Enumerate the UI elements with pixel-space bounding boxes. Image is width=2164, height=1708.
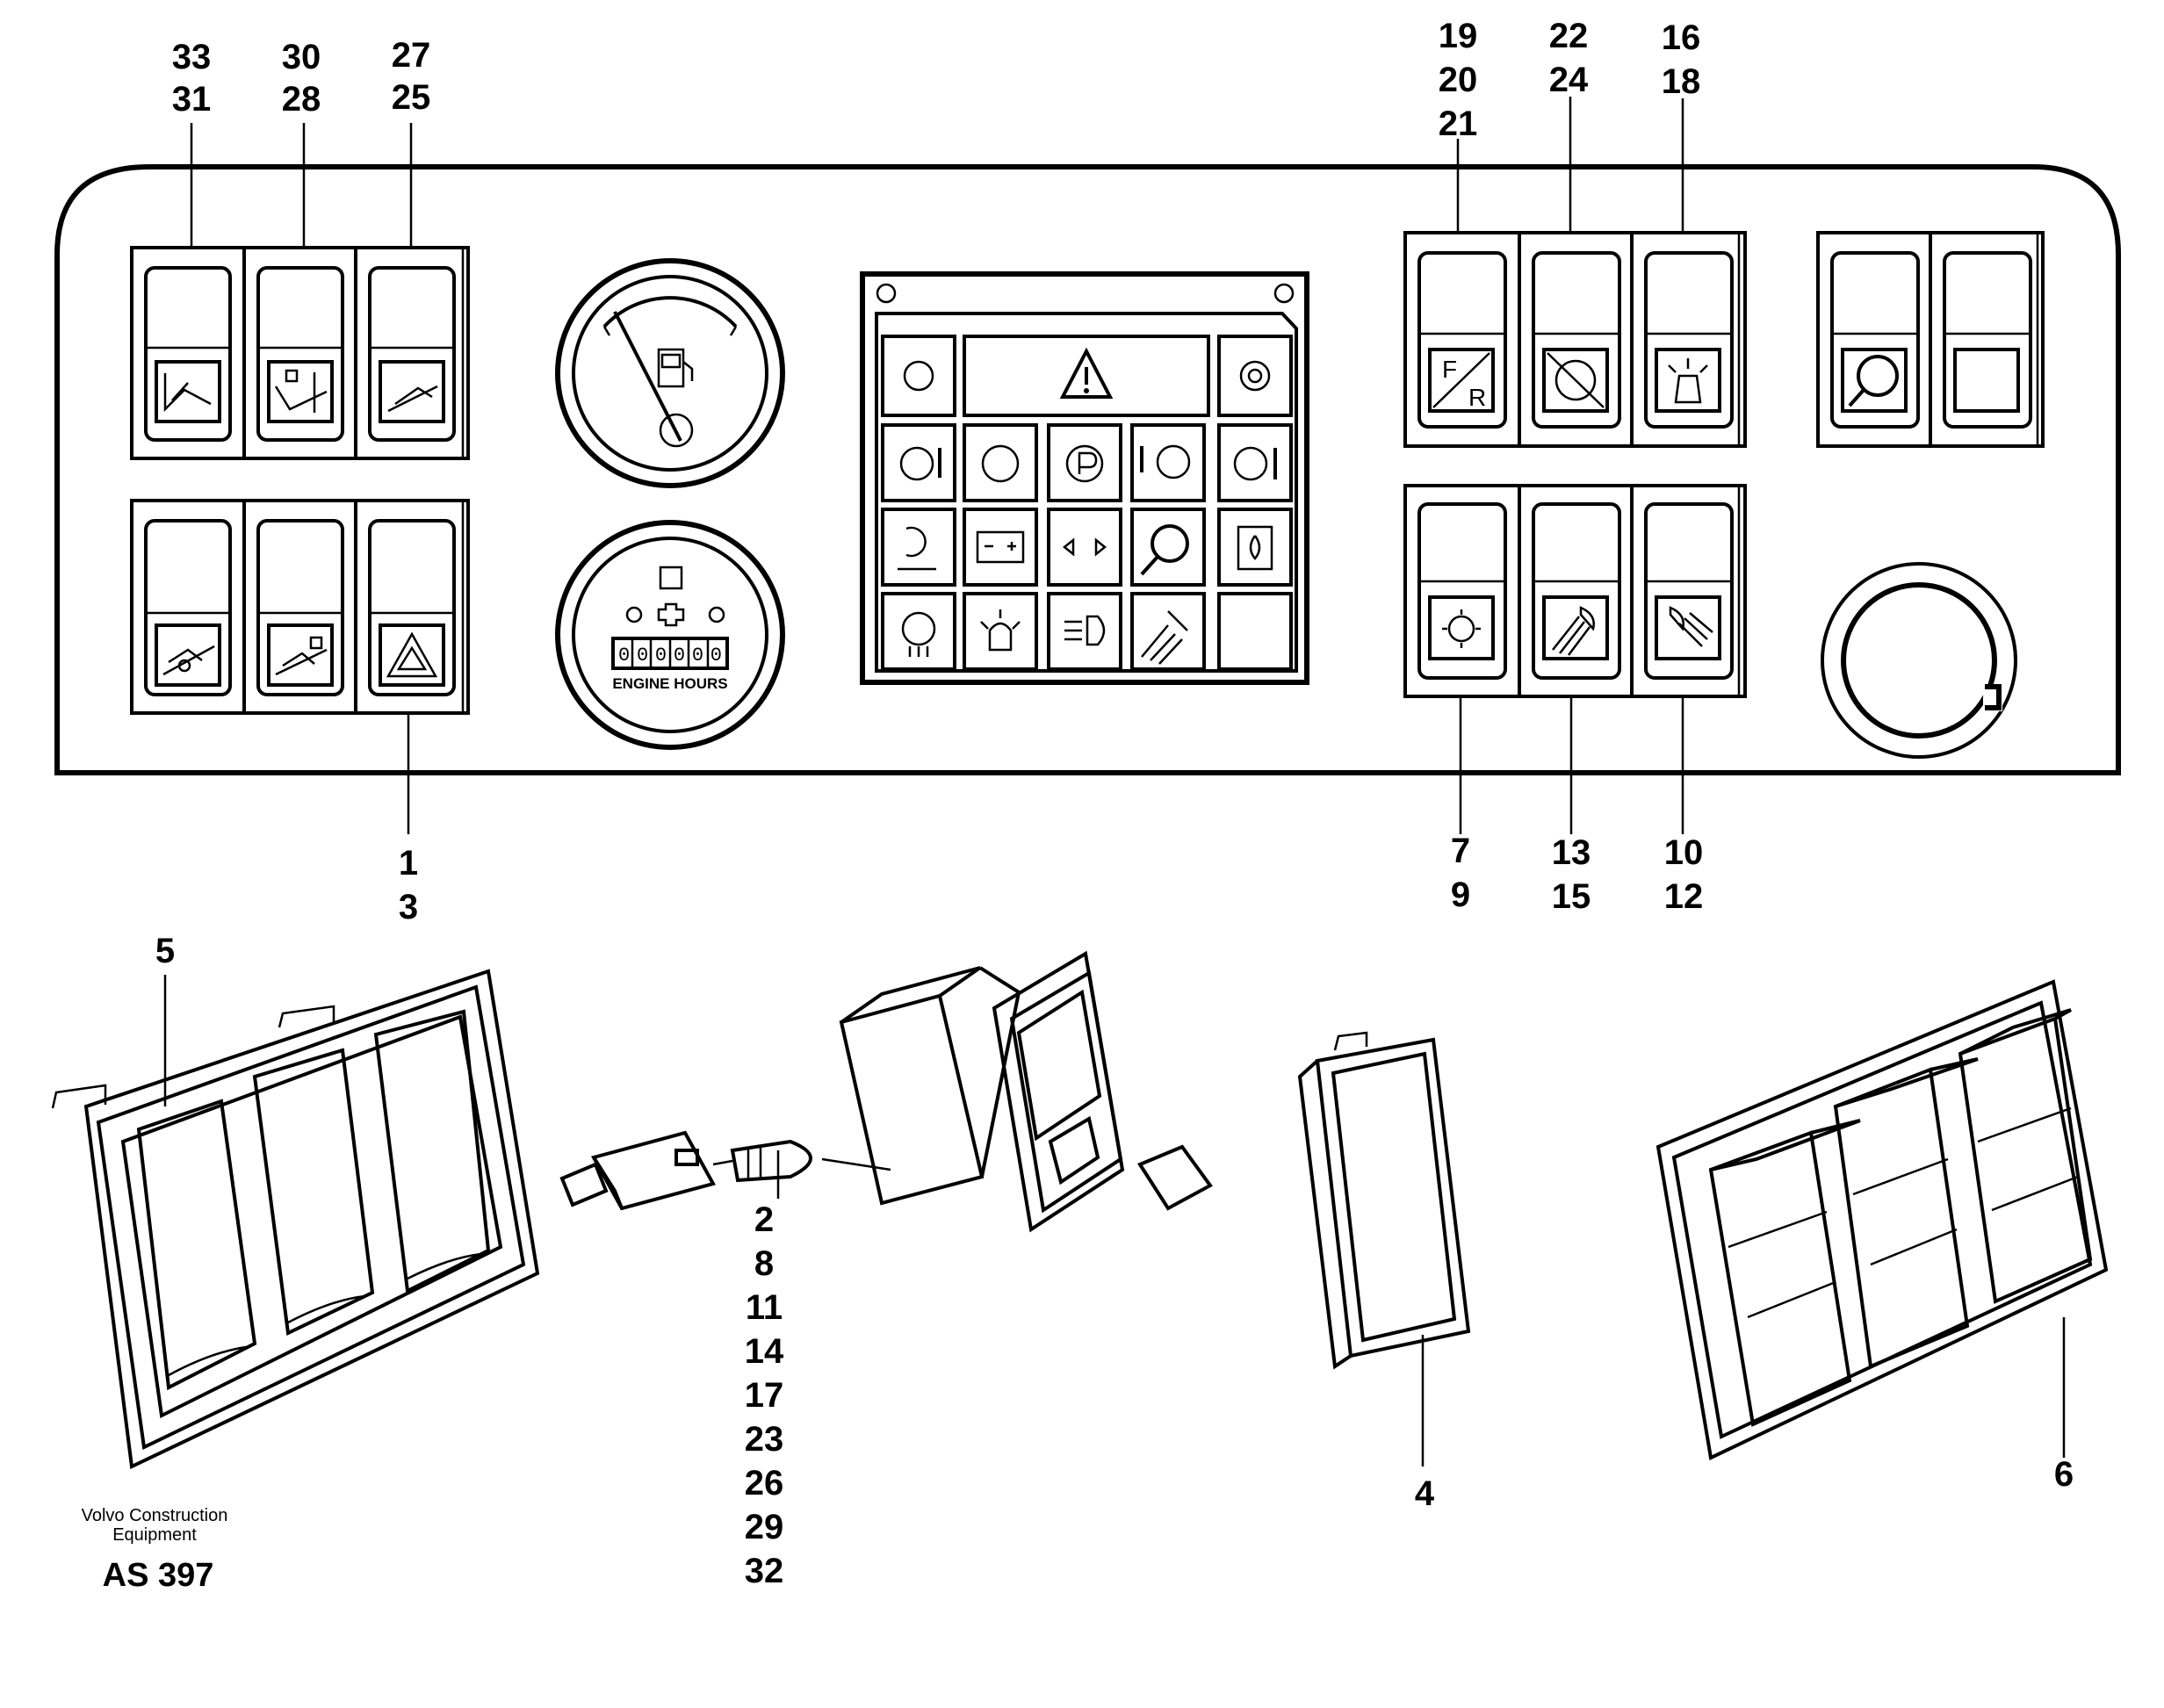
boom-kickout-switch[interactable] (144, 519, 232, 696)
callout-26: 26 (745, 1464, 784, 1503)
front-flood-light-switch[interactable] (1532, 502, 1621, 680)
fuel-gauge (555, 258, 785, 488)
ignition-switch[interactable] (1821, 562, 2017, 759)
drawing-code: AS 397 (103, 1557, 214, 1594)
bucket-leveling-switch[interactable] (368, 266, 456, 442)
beacon-switch[interactable] (1644, 251, 1734, 429)
callout-21: 21 (1439, 104, 1478, 143)
callout-9: 9 (1451, 876, 1470, 914)
callout-16: 16 (1662, 18, 1701, 57)
callout-32: 32 (745, 1552, 784, 1590)
callout-33: 33 (172, 38, 212, 76)
warning-panel (860, 271, 1309, 685)
drawing-footer: Volvo Construction Equipment AS 397 (82, 1506, 228, 1594)
boom-lock-switch[interactable] (256, 266, 344, 442)
bulb-connector (559, 1130, 812, 1211)
callout-27: 27 (392, 36, 431, 75)
steering-switch[interactable] (1830, 251, 1920, 429)
hazard-triangle-icon (386, 631, 438, 678)
callout-13: 13 (1552, 833, 1591, 872)
work-light-switch[interactable] (1417, 502, 1507, 680)
indicator-row-1 (881, 335, 1293, 417)
callout-15: 15 (1552, 877, 1591, 916)
spare-switch[interactable] (1943, 251, 2032, 429)
indicator-row-4 (881, 592, 1293, 671)
forward-reverse-switch[interactable]: F R (1417, 251, 1507, 429)
gear-disable-switch[interactable] (1532, 251, 1621, 429)
switch-group-left-lower (130, 499, 470, 715)
callout-29: 29 (745, 1508, 784, 1546)
callout-17: 17 (745, 1376, 784, 1415)
callout-5: 5 (155, 932, 175, 970)
callout-18: 18 (1662, 62, 1701, 101)
single-switch-cover (1297, 1031, 1471, 1370)
rear-flood-light-switch[interactable] (1644, 502, 1734, 680)
triple-rocker-block (1655, 979, 2109, 1460)
callout-24: 24 (1549, 61, 1589, 99)
callout-12: 12 (1664, 877, 1704, 916)
indicator-row-3 (881, 508, 1293, 587)
dashboard-panel (54, 164, 2121, 775)
indicator-row-2 (881, 423, 1293, 502)
fuel-gauge-icon (657, 348, 694, 388)
callout-31: 31 (172, 80, 212, 119)
callout-28: 28 (282, 80, 321, 119)
switch-group-left-upper (130, 246, 470, 460)
brand-line-2: Equipment (112, 1525, 197, 1545)
callout-3: 3 (399, 888, 418, 926)
engine-hours-label: ENGINE HOURS (612, 675, 727, 692)
warning-triangle-icon (1059, 347, 1114, 399)
rocker-switch-assembly (821, 950, 1213, 1233)
bucket-lock-switch[interactable] (256, 519, 344, 696)
callout-4: 4 (1415, 1474, 1435, 1513)
callout-14: 14 (745, 1332, 784, 1371)
leader-lines (163, 97, 2066, 1467)
reverse-label: R (1468, 384, 1486, 411)
callout-1: 1 (399, 844, 418, 883)
callout-10: 10 (1664, 833, 1704, 872)
gauge-needle (613, 311, 682, 442)
callout-8: 8 (754, 1244, 774, 1283)
boom-float-switch[interactable] (144, 266, 232, 442)
callout-30: 30 (282, 38, 321, 76)
callout-7: 7 (1451, 832, 1470, 870)
callout-6: 6 (2054, 1455, 2074, 1494)
callout-2: 2 (754, 1200, 774, 1239)
switch-group-lights (1403, 484, 1747, 698)
callout-23: 23 (745, 1420, 784, 1459)
switch-group-right-upper: F R (1403, 231, 1747, 448)
callout-25: 25 (392, 78, 431, 117)
switch-group-far-right (1816, 231, 2045, 448)
callout-22: 22 (1549, 17, 1589, 55)
hour-meter: 000000 ENGINE HOURS (555, 520, 785, 750)
forward-label: F (1442, 356, 1457, 383)
callout-19: 19 (1439, 17, 1478, 55)
hour-counter-digits: 000000 (618, 638, 722, 668)
callout-11: 11 (746, 1288, 783, 1327)
callout-labels: 33 31 30 28 27 25 19 20 21 22 24 16 18 1… (155, 17, 2074, 1590)
hazard-switch[interactable] (368, 519, 456, 696)
brand-line-1: Volvo Construction (82, 1506, 228, 1525)
callout-20: 20 (1439, 61, 1478, 99)
triple-switch-frame (51, 969, 540, 1469)
